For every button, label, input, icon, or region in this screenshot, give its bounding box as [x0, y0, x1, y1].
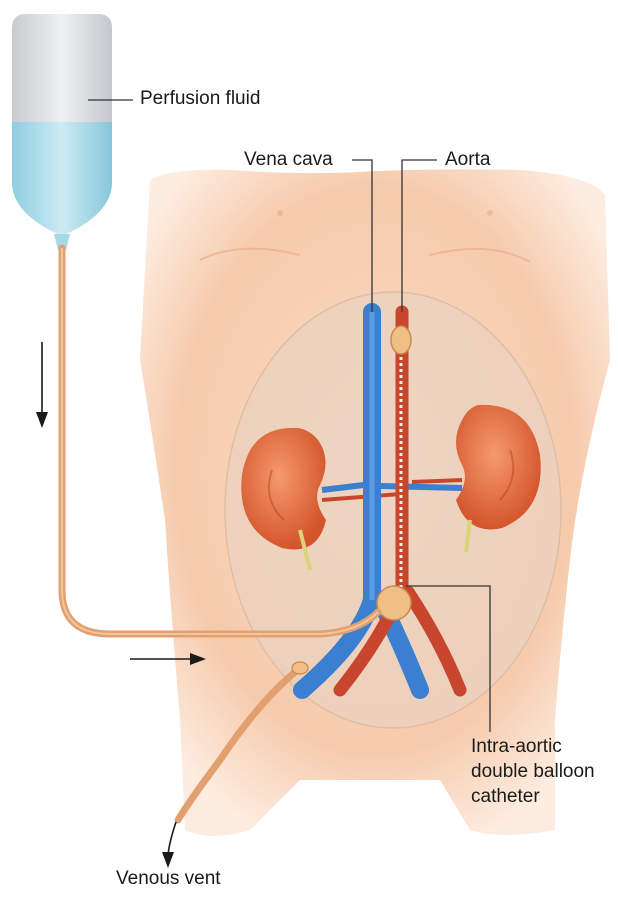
- venous-vent-label: Venous vent: [116, 867, 221, 891]
- catheter-label-line3: catheter: [471, 784, 611, 809]
- vent-arrow-down-icon: [162, 822, 176, 868]
- lower-balloon: [377, 586, 411, 620]
- catheter-label-line1: Intra-aortic: [471, 734, 611, 759]
- catheter-label: Intra-aortic double balloon catheter: [471, 734, 611, 809]
- catheter-label-line2: double balloon: [471, 759, 611, 784]
- perfusion-bag: [12, 14, 112, 250]
- upper-balloon: [391, 326, 411, 354]
- vena-cava-label: Vena cava: [244, 148, 333, 172]
- flow-arrow-down-icon: [36, 342, 48, 428]
- perfusion-fluid-label: Perfusion fluid: [140, 87, 260, 111]
- flow-arrow-right-icon: [130, 653, 206, 665]
- aorta-label: Aorta: [445, 148, 490, 172]
